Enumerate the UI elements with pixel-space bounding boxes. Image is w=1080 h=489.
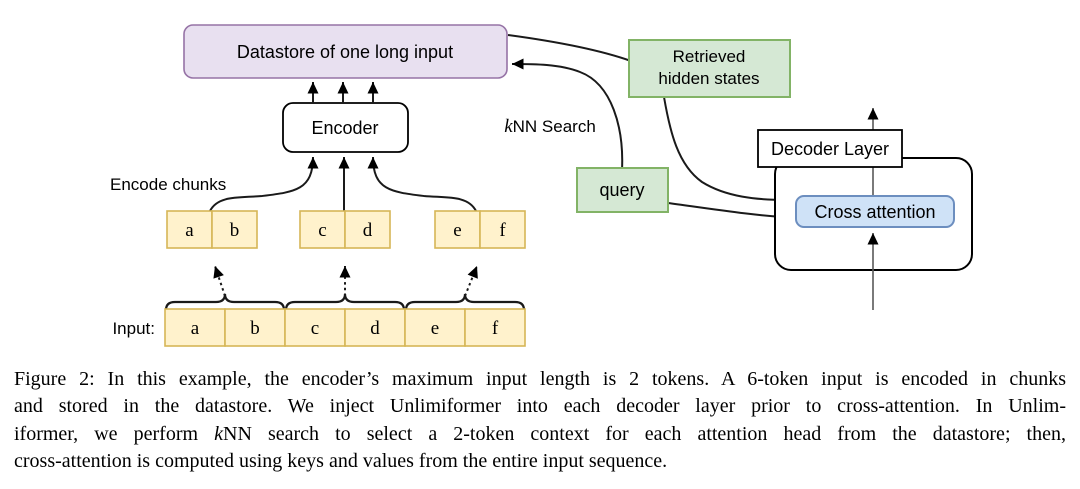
input-cell <box>464 308 526 347</box>
chunk-brace-1 <box>164 293 286 312</box>
chunk-cell <box>344 210 391 249</box>
knn-search-label: kNN Search <box>504 116 596 137</box>
encoder-label: Encoder <box>311 118 378 138</box>
query-label: query <box>599 180 644 200</box>
decoder-layer-label: Decoder Layer <box>771 139 889 159</box>
chunk-cell <box>479 210 526 249</box>
caption-knn-k: k <box>214 422 223 445</box>
input-token-label: f <box>492 318 499 339</box>
caption-line-4: cross-attention is computed using keys a… <box>14 450 668 473</box>
input-cell <box>344 308 406 347</box>
chunk-token-label: f <box>499 220 506 241</box>
input-label: Input: <box>112 319 155 338</box>
input-cell <box>224 308 286 347</box>
decoder-layer-box <box>757 129 903 168</box>
chunk-token-label: a <box>185 220 194 241</box>
chunk-cell <box>211 210 258 249</box>
figure-diagram: Datastore of one long input Encoder Enco… <box>110 24 973 347</box>
retrieved-label-line2: hidden states <box>658 69 759 88</box>
retrieved-hidden-states-box <box>628 39 791 98</box>
cross-attention-box <box>795 195 955 228</box>
datastore-to-retrieved-connector <box>507 34 632 62</box>
input-token-label: c <box>311 318 319 339</box>
caption-line-3-post: NN search to select a 2-token context fo… <box>223 422 1066 445</box>
chunk-cells <box>166 210 526 249</box>
retrieved-to-crossattention-arrow <box>663 96 788 206</box>
datastore-box <box>183 24 508 79</box>
chunk-brace-2 <box>284 293 406 312</box>
query-box <box>576 167 669 213</box>
retrieved-label-line1: Retrieved <box>673 47 746 66</box>
knn-rest: NN Search <box>513 117 596 136</box>
chunk-token-label: b <box>230 220 240 241</box>
input-token-label: d <box>370 318 380 339</box>
chunk1-to-encoder-arrow <box>209 156 319 212</box>
input-cell <box>164 308 226 347</box>
chunk-token-label: c <box>318 220 326 241</box>
chunk-token-label: d <box>363 220 373 241</box>
chunking-arrow-3 <box>464 265 478 297</box>
input-token-label: b <box>250 318 260 339</box>
datastore-label: Datastore of one long input <box>237 42 453 62</box>
chunking-arrow-1 <box>213 265 226 297</box>
knn-k: k <box>504 116 513 137</box>
encode-chunks-label: Encode chunks <box>110 175 226 194</box>
chunk-token-label: e <box>453 220 461 241</box>
input-token-label: e <box>431 318 439 339</box>
caption-line-1: Figure 2: In this example, the encoder’s… <box>14 368 1066 390</box>
caption-line-3-pre: iformer, we perform <box>14 422 215 445</box>
caption-line-3: iformer, we perform kNN search to select… <box>14 421 1066 448</box>
cross-attention-label: Cross attention <box>814 202 935 222</box>
input-cells <box>164 308 526 347</box>
caption-line-2: and stored in the datastore. We inject U… <box>14 395 1066 418</box>
chunk-brace-3 <box>404 293 526 312</box>
figure-caption: Figure 2: In this example, the encoder’s… <box>14 366 1066 476</box>
chunk3-to-encoder-arrow <box>367 156 477 212</box>
input-token-label: a <box>191 318 200 339</box>
query-to-datastore-knn-arrow <box>511 58 624 171</box>
input-cell <box>284 308 346 347</box>
encoder-box <box>282 102 409 153</box>
